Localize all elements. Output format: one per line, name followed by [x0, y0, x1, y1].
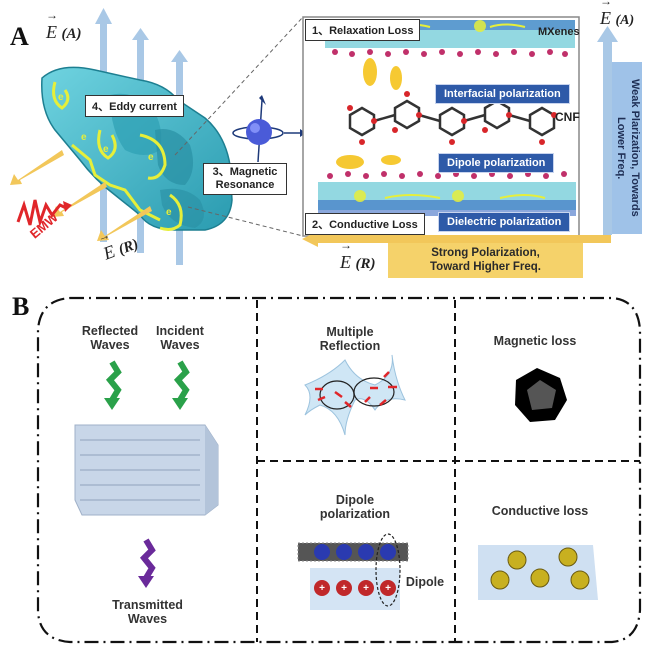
svg-text:e: e — [103, 144, 109, 155]
transmitted-wave-icon — [138, 538, 156, 588]
dipole-polarization-icon: + + + + — [297, 533, 409, 610]
transmitted-waves-label: Transmitted Waves — [112, 598, 183, 626]
e-incident-sub: (A) — [61, 26, 82, 42]
panel-b-border — [36, 296, 642, 644]
e-reflected-right-label: E (R) — [340, 238, 376, 273]
conductive-loss-icon — [478, 545, 598, 600]
strong-polarization-line2: Toward Higher Freq. — [430, 261, 541, 273]
dipole-polarization-label: Dipole polarization — [319, 493, 391, 521]
panel-a-letter: A — [10, 22, 29, 51]
reflected-wave-icon — [104, 360, 122, 410]
svg-text:e: e — [58, 92, 64, 103]
panel-b-letter: B — [12, 292, 30, 321]
reflected-waves-label: Reflected Waves — [81, 324, 139, 352]
conductive-loss-b-label: Conductive loss — [491, 504, 589, 518]
e-incident-label: E (A) — [46, 8, 82, 43]
strong-polarization-text: Strong Polarization, Toward Higher Freq. — [388, 246, 583, 274]
e-vector-symbol: E — [46, 8, 58, 43]
svg-text:+: + — [341, 583, 347, 594]
e-vector-symbol: E — [600, 0, 612, 29]
e-vector-symbol: E — [340, 238, 352, 273]
inset-box — [302, 16, 580, 237]
svg-text:e: e — [81, 132, 87, 143]
dielectric-polarization-tag: Dielectric polarization — [438, 212, 571, 232]
mxenes-label: MXenes — [538, 26, 580, 38]
dipole-polarization-tag: Dipole polarization — [438, 153, 555, 173]
svg-text:e: e — [166, 207, 172, 218]
relaxation-loss-label: 1、Relaxation Loss — [305, 19, 421, 41]
conductive-loss-label: 2、Conductive Loss — [305, 213, 425, 235]
emw-wave-icon — [16, 199, 72, 228]
svg-text:e: e — [148, 152, 154, 163]
zoom-connector-lines — [174, 16, 304, 237]
eddy-current-label: 4、Eddy current — [85, 95, 184, 117]
magnetic-particle-icon — [515, 368, 567, 422]
spinning-electron-icon — [232, 95, 306, 163]
magnetic-loss-label: Magnetic loss — [493, 334, 577, 348]
svg-text:+: + — [319, 583, 325, 594]
svg-text:+: + — [363, 583, 369, 594]
svg-text:+: + — [385, 583, 391, 594]
incident-wave-icon — [172, 360, 190, 410]
panel-b-dividers — [256, 300, 640, 642]
eddy-current-loops — [52, 81, 183, 231]
interfacial-polarization-tag: Interfacial polarization — [435, 84, 570, 104]
cnf-label: CNF — [555, 110, 580, 124]
e-reflected-right-sub: (R) — [355, 256, 376, 272]
weak-polarization-arrow — [597, 26, 642, 235]
porous-foam-block — [74, 424, 219, 516]
e-incident-right-label: E (A) — [600, 0, 635, 29]
magnetic-resonance-label: 3、Magnetic Resonance — [203, 163, 287, 195]
incident-waves-label: Incident Waves — [156, 324, 204, 352]
multiple-reflection-cell-icon — [304, 354, 406, 436]
strong-polarization-arrow — [302, 231, 611, 278]
e-right-sub: (A) — [615, 13, 635, 28]
weak-polarization-text: Weak Plarization, Towards Lower Freq. — [615, 79, 641, 217]
multiple-reflection-label: Multiple Reflection — [319, 325, 381, 353]
strong-polarization-line1: Strong Polarization, — [431, 247, 540, 259]
dipole-label: Dipole — [405, 575, 445, 589]
electron-symbols: e e e e e — [58, 92, 172, 218]
